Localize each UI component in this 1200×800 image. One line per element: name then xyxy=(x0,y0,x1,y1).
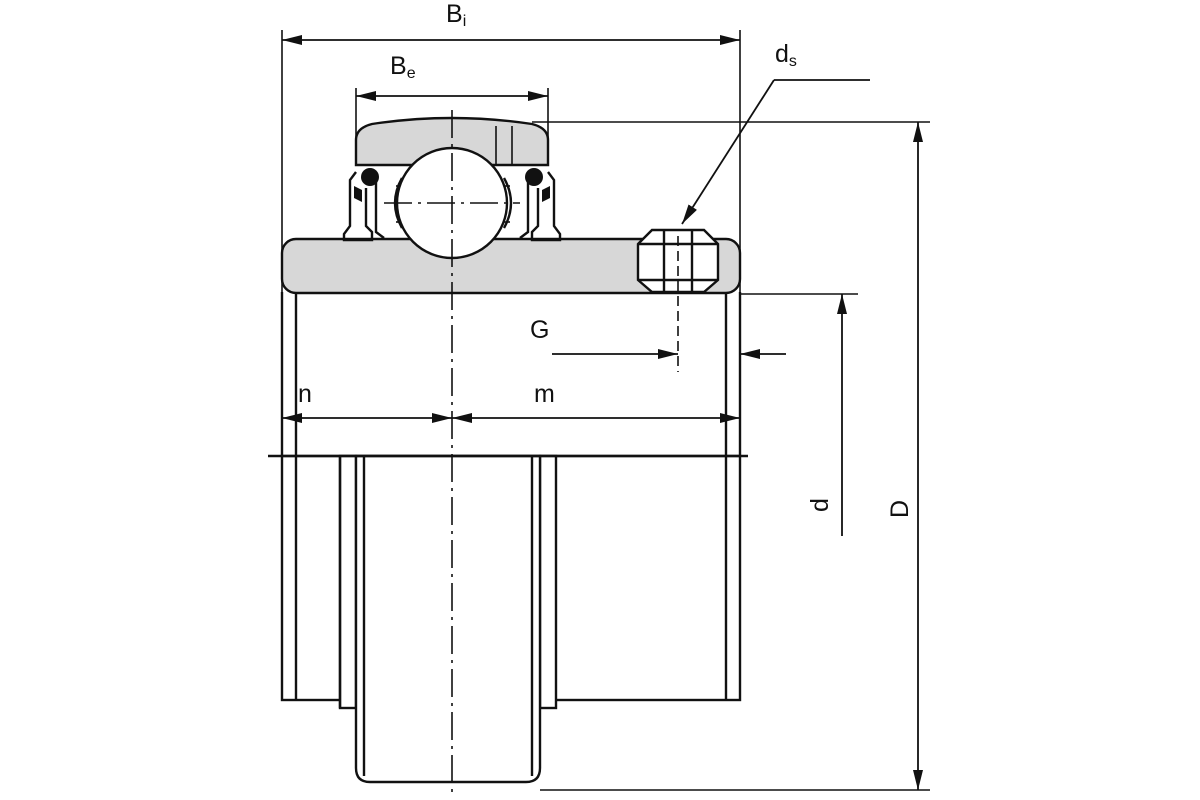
label-n: n xyxy=(298,380,312,408)
dimension-D xyxy=(532,121,930,791)
seal-right xyxy=(519,168,562,242)
outer-ring-section xyxy=(354,116,550,167)
label-d: d xyxy=(806,498,834,512)
dimension-bi xyxy=(281,30,741,292)
dimension-be xyxy=(355,88,549,140)
leader-ds xyxy=(681,79,870,225)
collar-right xyxy=(538,454,558,710)
set-screw xyxy=(636,228,720,372)
collar-left xyxy=(338,454,358,710)
label-ds: ds xyxy=(775,40,797,70)
label-be: Be xyxy=(390,52,416,82)
shaft xyxy=(354,454,542,784)
inner-ring-body xyxy=(268,454,748,784)
label-D: D xyxy=(886,500,914,518)
cage-right xyxy=(502,177,513,229)
label-m: m xyxy=(534,380,555,408)
dimension-d xyxy=(740,293,858,536)
label-bi: Bi xyxy=(446,0,466,30)
seal-left xyxy=(342,168,385,242)
label-g: G xyxy=(530,316,549,344)
